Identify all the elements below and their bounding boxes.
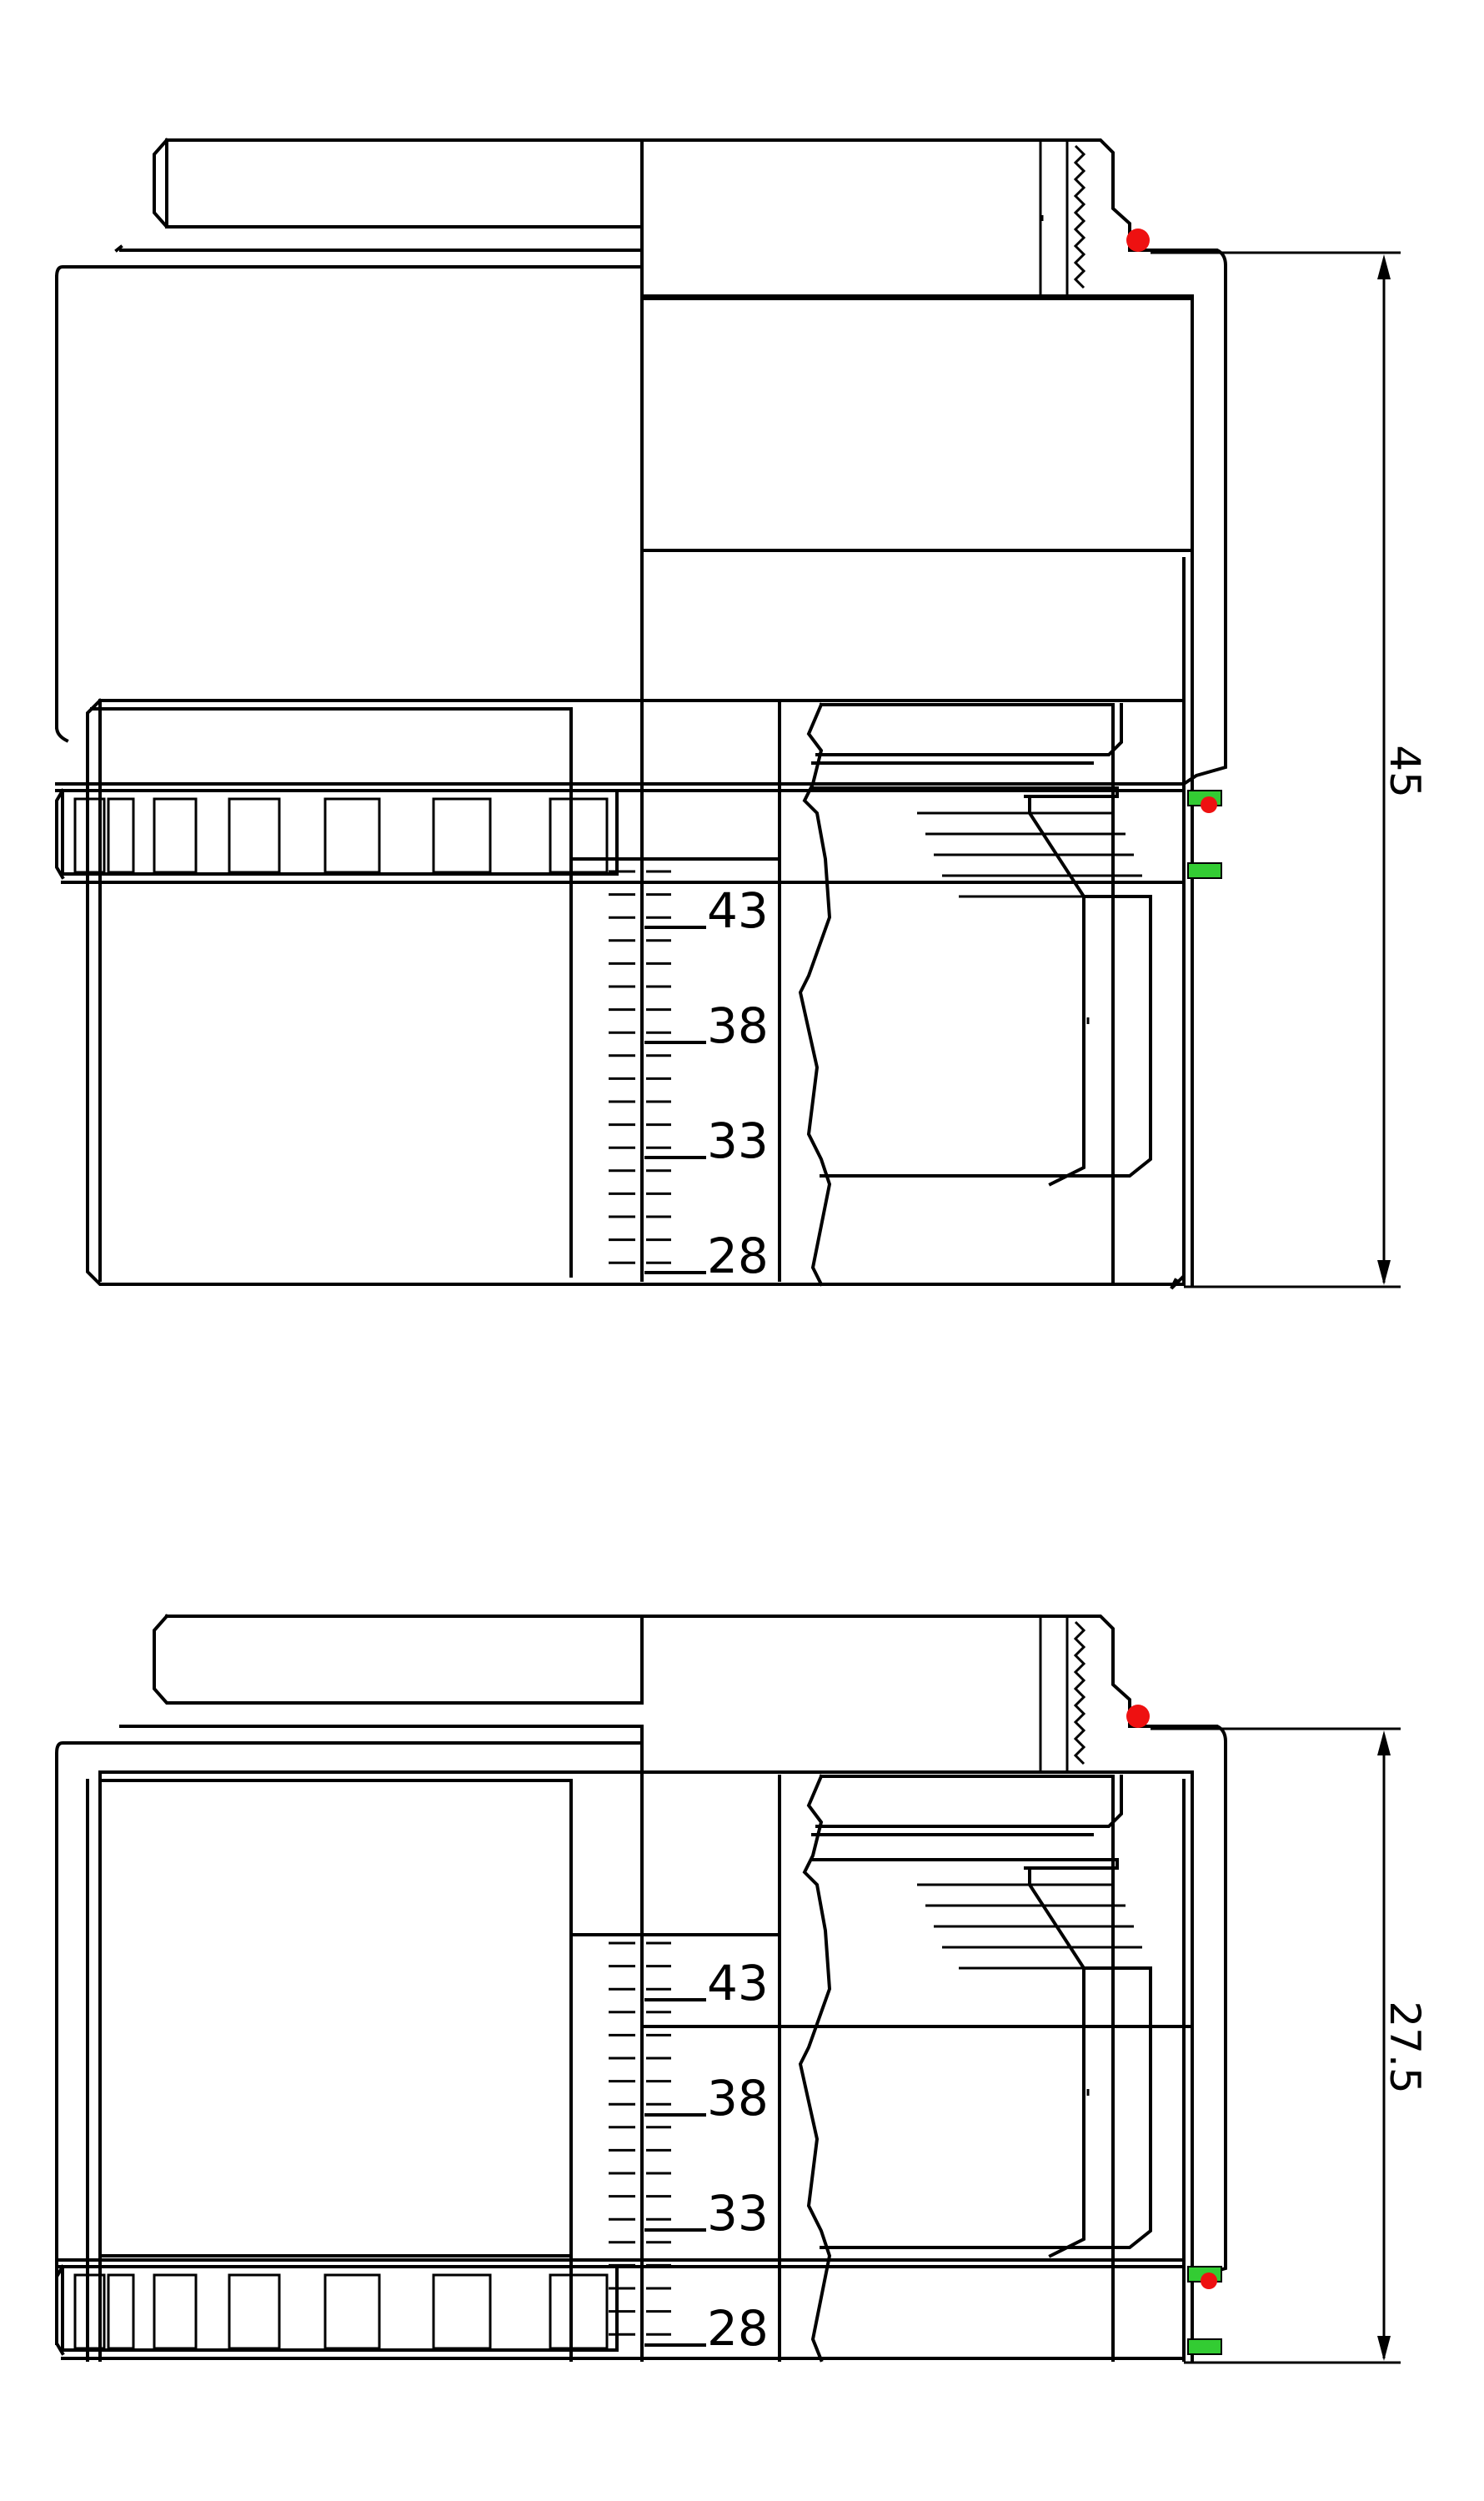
scale-label-28: 28 [707, 1228, 769, 1284]
dimension-label: 45 [1381, 745, 1429, 798]
seal-lower [1187, 862, 1222, 879]
dimension-label: 27.5 [1381, 2001, 1429, 2093]
upper-body [640, 294, 1194, 552]
thread-zigzag [1073, 144, 1086, 289]
dimension-45: 45 [1151, 251, 1429, 1288]
scale-label-28: 28 [707, 2300, 769, 2357]
reference-marker [1126, 229, 1150, 252]
knurled-ring [55, 2264, 1186, 2360]
scale-label-38: 38 [707, 997, 769, 1054]
scale-ticks [609, 1941, 706, 2347]
scale-label-33: 33 [707, 1112, 769, 1169]
scale-strip [569, 699, 781, 1282]
scale-ticks [609, 870, 706, 1274]
view-extended: 43 38 33 28 45 [55, 138, 1429, 1290]
seal-marker [1201, 796, 1217, 813]
reference-marker [1126, 1705, 1150, 1728]
section-break [798, 702, 832, 1287]
dimension-27-5: 27.5 [1151, 1727, 1429, 2364]
scale-label-43: 43 [707, 1955, 769, 2011]
scale-label-38: 38 [707, 2070, 769, 2127]
scale-label-43: 43 [707, 882, 769, 939]
knurled-ring [55, 788, 1186, 884]
scale-label-33: 33 [707, 2185, 769, 2242]
view-retracted: 43 38 33 28 27.5 [55, 1614, 1429, 2364]
top-cap [165, 138, 1227, 1290]
